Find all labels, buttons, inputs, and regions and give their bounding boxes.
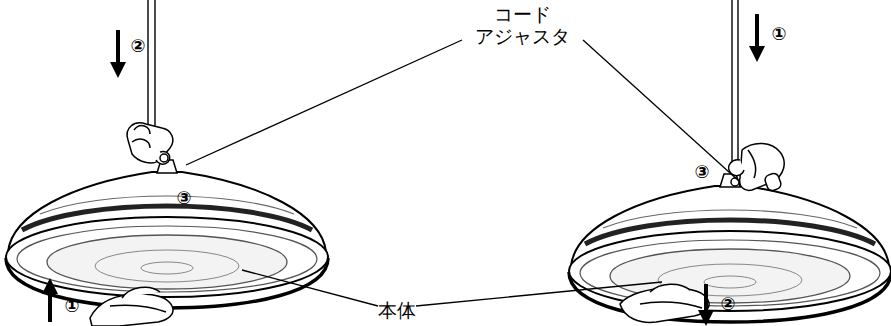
hand-top-right — [729, 143, 784, 191]
callout-number: ③ — [176, 188, 191, 209]
motion-arrows — [50, 14, 757, 322]
part-label: 本体 — [378, 300, 416, 322]
callout-number: ① — [64, 296, 79, 317]
cord-right — [732, 0, 738, 174]
hand-top-left — [127, 123, 173, 164]
leader-lines — [186, 40, 740, 306]
lamp-body-left — [6, 160, 328, 308]
hand-bottom-right — [620, 284, 709, 322]
hand-bottom-left — [90, 287, 173, 326]
callout-number: ② — [130, 36, 145, 57]
part-label: コード アジャスタ — [467, 4, 577, 48]
callout-number: ② — [720, 294, 735, 315]
callout-number: ① — [771, 24, 786, 45]
callout-number: ③ — [694, 162, 709, 183]
lamp-body-right — [569, 174, 891, 322]
